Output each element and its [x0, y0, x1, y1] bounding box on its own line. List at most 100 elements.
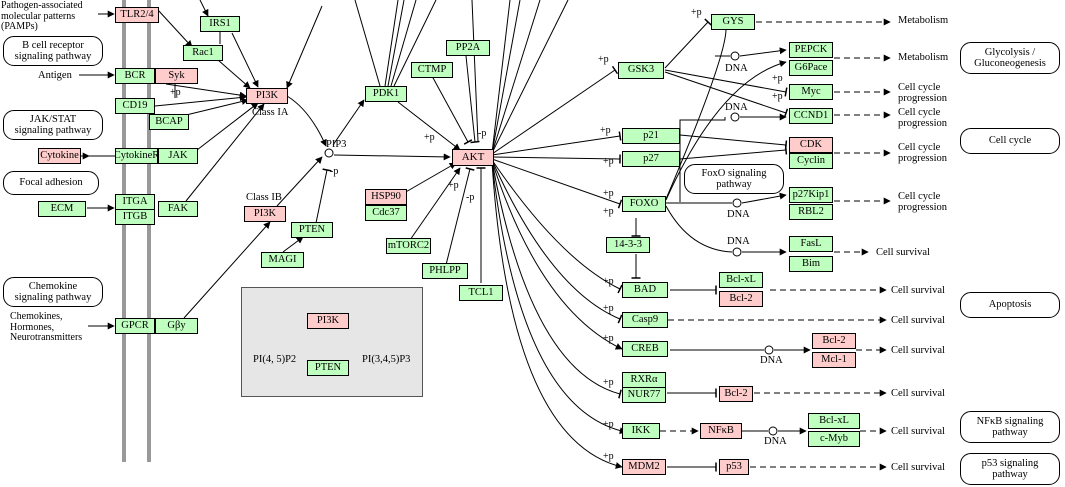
gene-mdm2[interactable]: MDM2 [622, 459, 666, 475]
pathway-apoptosis[interactable]: Apoptosis [960, 292, 1060, 318]
gene-pten[interactable]: PTEN [291, 222, 333, 238]
gene-ccnd1[interactable]: CCND1 [789, 108, 833, 124]
gene-pi3k-class-ib[interactable]: PI3K [244, 206, 286, 222]
gene-gsk3[interactable]: GSK3 [618, 62, 664, 79]
gene-c-myb[interactable]: c-Myb [808, 431, 860, 447]
gene-bad[interactable]: BAD [622, 282, 668, 298]
gene-mcl-1[interactable]: Mcl-1 [812, 352, 856, 368]
gene-tcl1[interactable]: TCL1 [459, 285, 503, 301]
gene-nur77[interactable]: NUR77 [622, 387, 666, 403]
gene-magi[interactable]: MAGI [261, 252, 304, 268]
gene-gpcr[interactable]: GPCR [115, 318, 155, 334]
gene-syk[interactable]: Syk [155, 68, 198, 84]
outcome-cell-survival: Cell survival [891, 285, 945, 296]
gene-jak[interactable]: JAK [158, 148, 198, 164]
label-phospho: +p [603, 333, 614, 344]
gene-p21[interactable]: p21 [622, 128, 680, 144]
pathway-nfkb[interactable]: NFκB signaling pathway [960, 411, 1060, 443]
outcome-cell-cycle-progression: Cell cycle progression [898, 191, 947, 214]
gene-itgb[interactable]: ITGB [115, 209, 155, 225]
gene-rac1[interactable]: Rac1 [183, 45, 223, 61]
gene-itga[interactable]: ITGA [115, 194, 155, 210]
label-phospho: +p [424, 132, 435, 143]
gene-p53[interactable]: p53 [719, 459, 749, 475]
gene-gys[interactable]: GYS [711, 14, 755, 30]
outcome-cell-survival: Cell survival [891, 426, 945, 437]
label-phospho: +p [448, 180, 459, 191]
label-dephospho: -p [330, 166, 339, 177]
gene-irs1[interactable]: IRS1 [200, 16, 240, 32]
dna-node [768, 426, 778, 436]
label-class-ia: Class IA [252, 107, 289, 118]
gene-pdk1[interactable]: PDK1 [365, 86, 407, 102]
gene-cdk[interactable]: CDK [789, 137, 833, 153]
gene-bcap[interactable]: BCAP [149, 114, 189, 130]
gene-pepck[interactable]: PEPCK [789, 42, 833, 58]
gene-cd19[interactable]: CD19 [115, 98, 155, 114]
gene-bcl-xl[interactable]: Bcl-xL [808, 413, 860, 429]
pathway-chemokine[interactable]: Chemokine signaling pathway [3, 277, 103, 307]
gene-pi3k-class-ia[interactable]: PI3K [246, 88, 288, 104]
gene-tlr24[interactable]: TLR2/4 [115, 7, 159, 23]
gene-mtorc2[interactable]: mTORC2 [386, 238, 431, 254]
pathway-cell-cycle[interactable]: Cell cycle [960, 128, 1060, 154]
gene-bcl-xl[interactable]: Bcl-xL [719, 272, 763, 288]
label-phospho: +p [772, 73, 783, 84]
outcome-cell-survival: Cell survival [891, 315, 945, 326]
pathway-p53[interactable]: p53 signaling pathway [960, 453, 1060, 485]
gene-p27[interactable]: p27 [622, 151, 680, 167]
gene-myc[interactable]: Myc [789, 84, 833, 100]
gene-rbl2[interactable]: RBL2 [789, 204, 833, 220]
pathway-bcell-receptor[interactable]: B cell receptor signaling pathway [3, 36, 103, 66]
label-phospho: +p [600, 125, 611, 136]
label-dephospho: -p [466, 192, 475, 203]
label-phospho: +p [691, 7, 702, 18]
gene-bcl-2[interactable]: Bcl-2 [719, 386, 753, 402]
gene-cytokiner[interactable]: CytokineR [115, 148, 158, 164]
pathway-foxo[interactable]: FoxO signaling pathway [684, 164, 784, 194]
gene-cdc37[interactable]: Cdc37 [365, 205, 407, 221]
outcome-cell-cycle-progression: Cell cycle progression [898, 142, 947, 165]
gene-creb[interactable]: CREB [622, 341, 668, 357]
label-chemokines: Chemokines, Hormones, Neurotransmitters [10, 311, 83, 343]
gene-gby[interactable]: Gβy [155, 318, 198, 334]
gene-bim[interactable]: Bim [789, 256, 833, 272]
label-dna: DNA [725, 102, 748, 113]
pip-conversion-legend [241, 287, 423, 397]
dna-node [732, 247, 742, 257]
label-pamps: Pathogen-associated molecular patterns (… [1, 0, 83, 32]
gene-cytokine[interactable]: Cytokine [38, 148, 81, 164]
dna-node [764, 345, 774, 355]
label-pi345p3: PI(3,4,5)P3 [362, 354, 411, 365]
gene-p27kip1[interactable]: p27Kip1 [789, 187, 833, 203]
gene-phlpp[interactable]: PHLPP [422, 263, 468, 279]
gene-bcl-2[interactable]: Bcl-2 [812, 333, 856, 349]
pathway-focal-adhesion[interactable]: Focal adhesion [3, 171, 99, 195]
gene-casp9[interactable]: Casp9 [622, 312, 668, 328]
label-class-ib: Class IB [246, 192, 282, 203]
gene-ikk[interactable]: IKK [622, 423, 660, 439]
gene-fak[interactable]: FAK [158, 201, 198, 217]
gene-g6pace[interactable]: G6Pace [789, 60, 833, 76]
gene-14-3-3[interactable]: 14-3-3 [606, 237, 650, 253]
gene-cyclin[interactable]: Cyclin [789, 153, 833, 169]
gene-ecm[interactable]: ECM [38, 201, 86, 217]
gene-nfkb[interactable]: NFκB [700, 423, 742, 439]
gene-fasl[interactable]: FasL [789, 236, 833, 252]
gene-pp2a[interactable]: PP2A [446, 40, 490, 56]
gene-bcr[interactable]: BCR [115, 68, 155, 84]
gene-bcl-2[interactable]: Bcl-2 [719, 291, 763, 307]
label-dna: DNA [760, 355, 783, 366]
outcome-cell-survival: Cell survival [876, 247, 930, 258]
gene-foxo[interactable]: FOXO [622, 196, 666, 212]
label-phospho: +p [603, 303, 614, 314]
gene-hsp90[interactable]: HSP90 [365, 189, 407, 205]
gene-ctmp[interactable]: CTMP [411, 62, 453, 78]
gene-rxra[interactable]: RXRα [622, 372, 666, 388]
pathway-jak-stat[interactable]: JAK/STAT signaling pathway [3, 110, 103, 140]
label-dna: DNA [727, 209, 750, 220]
label-pi45p2: PI(4, 5)P2 [253, 354, 297, 365]
gene-akt[interactable]: AKT [452, 149, 494, 166]
outcome-cell-survival: Cell survival [891, 462, 945, 473]
pathway-glycolysis[interactable]: Glycolysis / Gluconeogenesis [960, 42, 1060, 74]
